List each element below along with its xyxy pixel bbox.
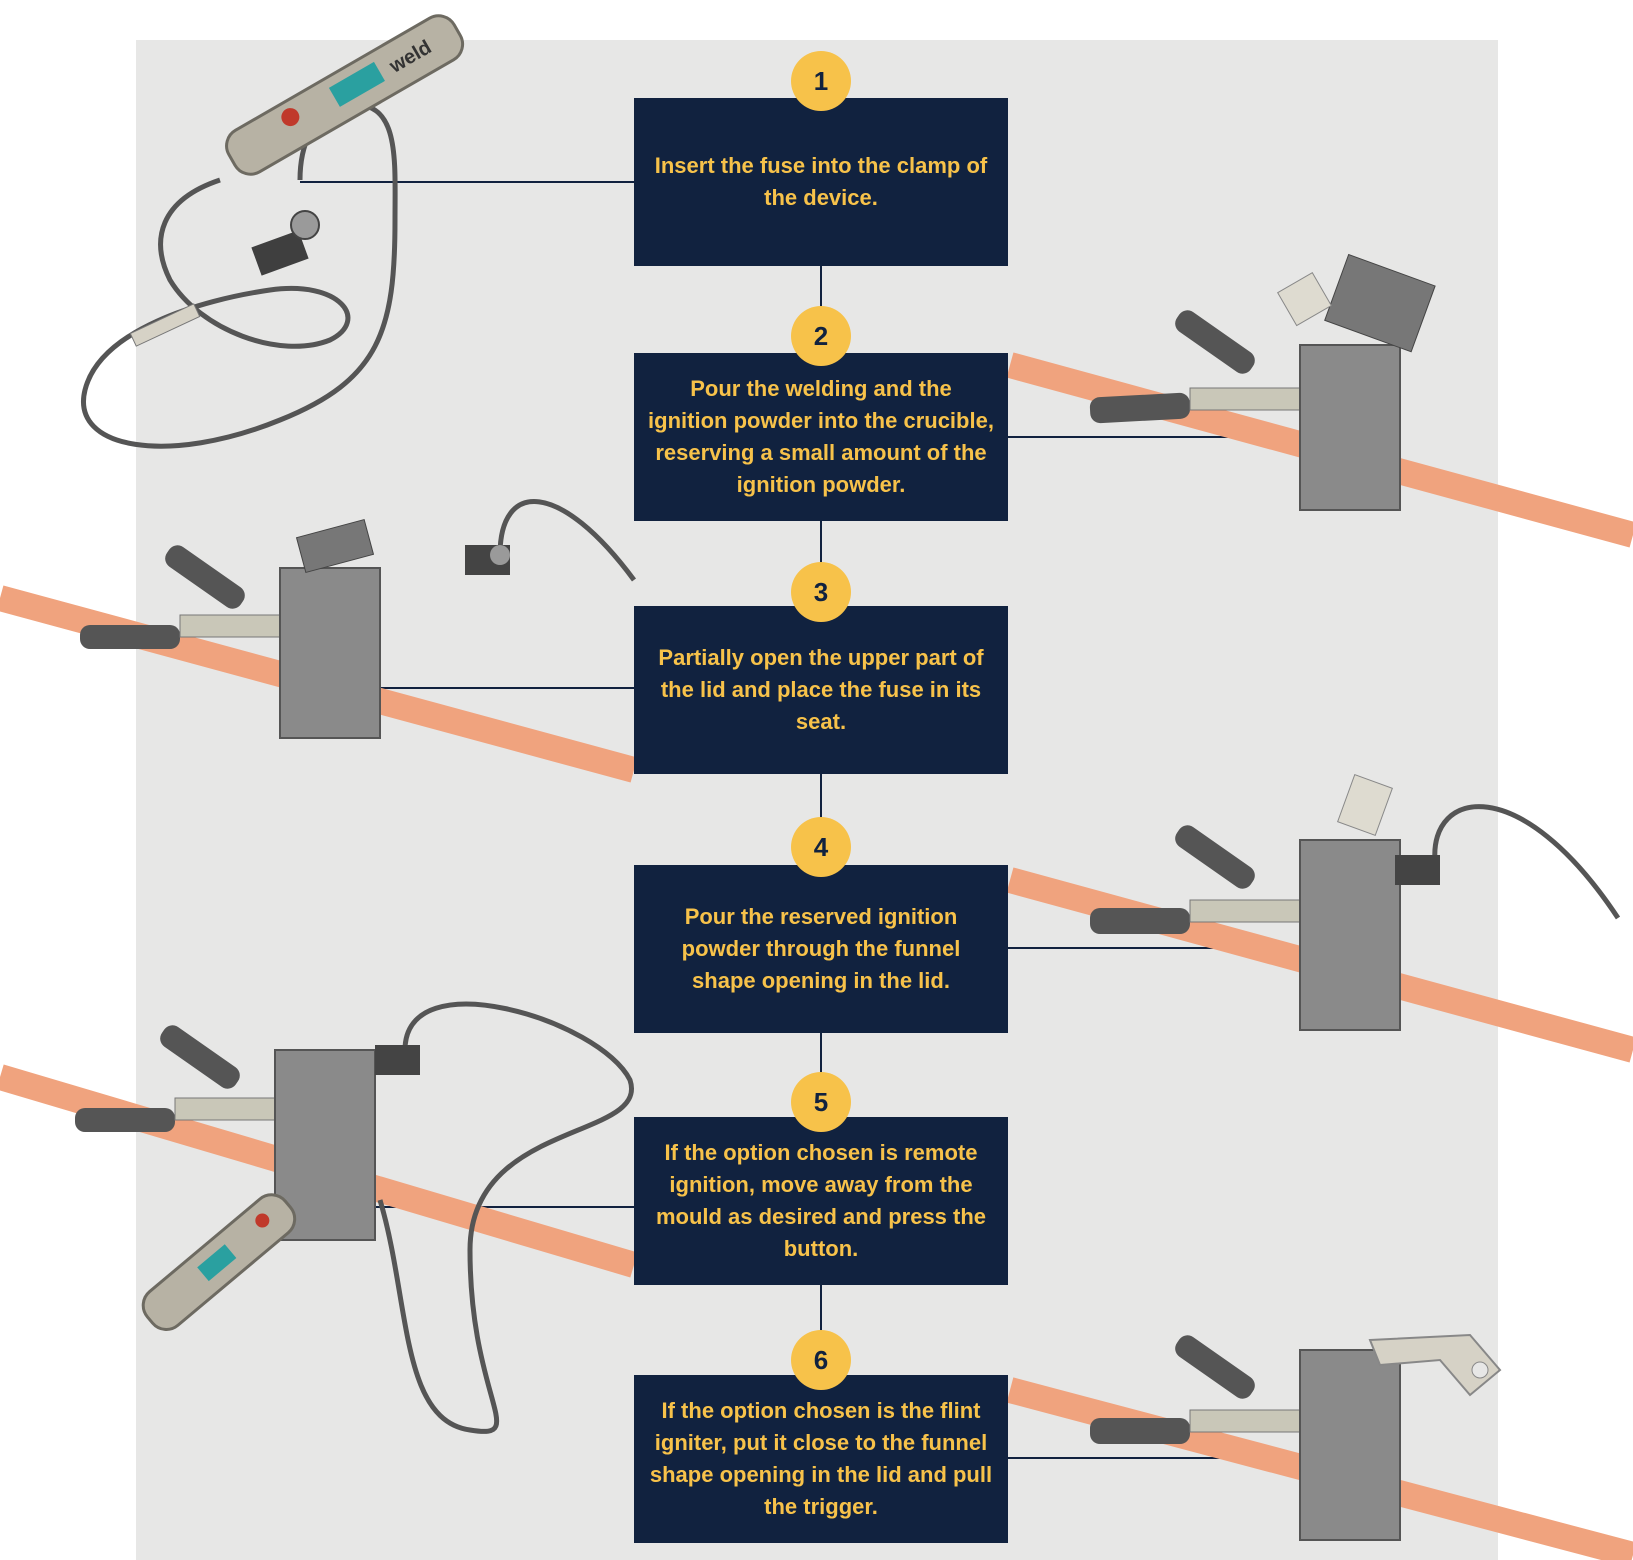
step-2-text: Pour the welding and the ignition powder… <box>648 376 994 497</box>
step-6-badge: 6 <box>791 1330 851 1390</box>
step-4-text: Pour the reserved ignition powder throug… <box>681 904 961 993</box>
diagram-panel <box>136 40 1498 1560</box>
step-1-box: Insert the fuse into the clamp of the de… <box>634 98 1008 266</box>
step-6-text: If the option chosen is the flint ignite… <box>649 1398 993 1519</box>
mould-with-fuse-icon <box>1006 774 1633 1063</box>
leader-lines <box>300 181 1310 1459</box>
mould-fuse-seat-icon <box>0 499 638 783</box>
step-2-box: Pour the welding and the ignition powder… <box>634 353 1008 521</box>
step-5-box: If the option chosen is remote ignition,… <box>634 1117 1008 1285</box>
step-2-badge: 2 <box>791 306 851 366</box>
step-3-text: Partially open the upper part of the lid… <box>658 645 984 734</box>
step-1-text: Insert the fuse into the clamp of the de… <box>654 153 988 210</box>
step-5-badge: 5 <box>791 1072 851 1132</box>
mould-flint-igniter-icon <box>1006 1333 1633 1560</box>
mould-remote-ignition-icon <box>0 1001 638 1434</box>
mould-open-lid-icon <box>1006 253 1633 548</box>
step-3-badge: 3 <box>791 562 851 622</box>
step-4-box: Pour the reserved ignition powder throug… <box>634 865 1008 1033</box>
step-1-badge: 1 <box>791 51 851 111</box>
step-5-text: If the option chosen is remote ignition,… <box>655 1140 987 1261</box>
step-6-box: If the option chosen is the flint ignite… <box>634 1375 1008 1543</box>
remote-igniter-icon: weld <box>81 14 465 449</box>
step-4-badge: 4 <box>791 817 851 877</box>
step-3-box: Partially open the upper part of the lid… <box>634 606 1008 774</box>
